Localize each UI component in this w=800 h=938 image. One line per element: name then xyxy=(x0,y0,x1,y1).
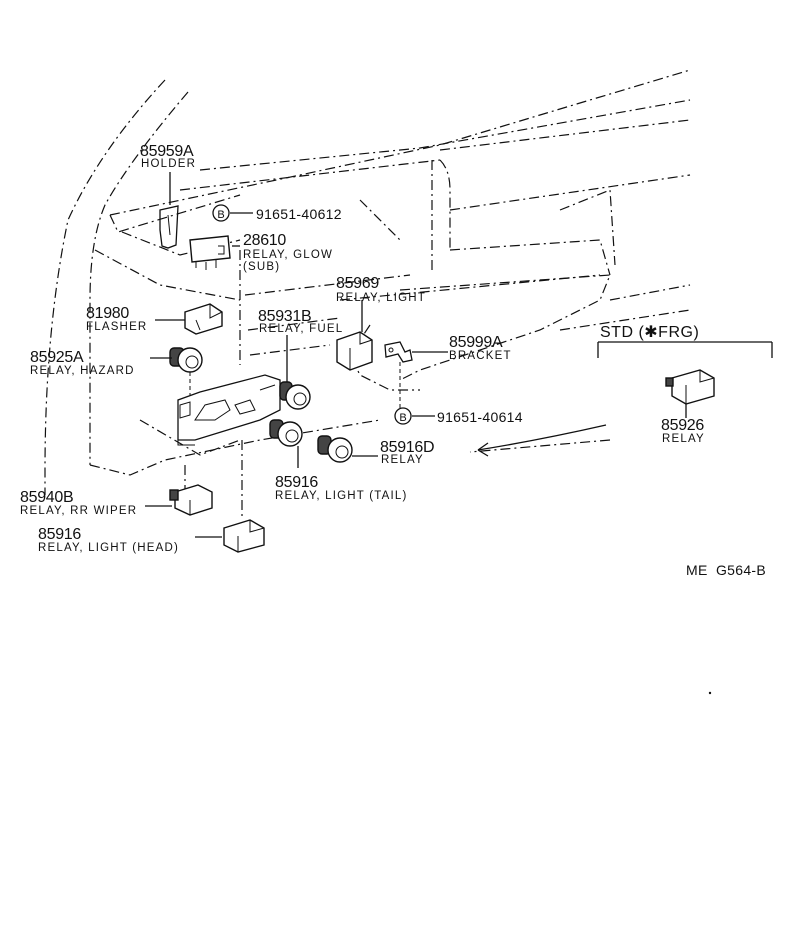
relay-85916d-number: 85916D xyxy=(380,439,434,456)
relay-hazard-number: 85925A xyxy=(30,349,84,366)
relay-rr-wiper-name: RELAY, RR WIPER xyxy=(20,505,137,517)
relay-hazard-drawing xyxy=(150,347,203,395)
relay-hazard-name: RELAY, HAZARD xyxy=(30,365,135,377)
std-arrow xyxy=(477,424,607,457)
std-group-header: STD (✱FRG) xyxy=(600,324,699,341)
relay-glow-drawing xyxy=(189,235,240,270)
relay-light-tail-number: 85916 xyxy=(275,474,318,491)
relay-fuel-number: 85931B xyxy=(258,308,311,325)
bolt-marker-top-letter: B xyxy=(217,209,224,221)
relay-light-head-name: RELAY, LIGHT (HEAD) xyxy=(38,542,179,554)
relay-rr-wiper-number: 85940B xyxy=(20,489,73,506)
relay-fuel-name: RELAY, FUEL xyxy=(259,323,343,335)
relay-light-number: 85969 xyxy=(336,275,379,292)
std-group-frame xyxy=(597,341,773,358)
flasher-name: FLASHER xyxy=(86,321,147,333)
relay-light-head-number: 85916 xyxy=(38,526,81,543)
relay-glow-number: 28610 xyxy=(243,232,286,249)
relay-85916d-drawing xyxy=(317,435,378,463)
relay-light-head-drawing xyxy=(195,519,265,553)
relay-fuel-drawing xyxy=(279,335,311,410)
relay-glow-sub-label: (SUB) xyxy=(243,261,280,273)
relay-light-tail-name: RELAY, LIGHT (TAIL) xyxy=(275,490,408,502)
bracket-drawing xyxy=(384,341,448,410)
bolt-marker-top: B xyxy=(212,204,230,222)
relay-light-tail-drawing xyxy=(269,419,303,468)
relay-85916d-name: RELAY xyxy=(381,454,424,466)
holder-name: HOLDER xyxy=(141,158,196,170)
bolt-marker-bottom-letter: B xyxy=(399,412,406,424)
relay-std-drawing xyxy=(665,369,715,418)
relay-std-number: 85926 xyxy=(661,417,704,434)
dashboard-outline xyxy=(44,69,691,520)
bolt-bottom-number: 91651-40614 xyxy=(437,409,523,425)
bolt-top-number: 91651-40612 xyxy=(256,206,342,222)
bracket-number: 85999A xyxy=(449,334,503,351)
relay-light-drawing xyxy=(336,300,373,371)
diagram-code: ME G564-B xyxy=(686,562,766,578)
relay-rr-wiper-drawing xyxy=(145,484,213,516)
bracket-name: BRACKET xyxy=(449,350,512,362)
relay-light-name: RELAY, LIGHT xyxy=(336,292,426,304)
relay-std-name: RELAY xyxy=(662,433,705,445)
flasher-number: 81980 xyxy=(86,305,129,322)
holder-number: 85959A xyxy=(140,143,194,160)
relay-block xyxy=(177,374,281,446)
speck-mark xyxy=(708,691,712,695)
holder-bracket-drawing xyxy=(159,172,179,249)
flasher-drawing xyxy=(155,303,223,335)
relay-glow-name: RELAY, GLOW xyxy=(243,249,333,261)
bolt-marker-bottom: B xyxy=(394,407,412,425)
